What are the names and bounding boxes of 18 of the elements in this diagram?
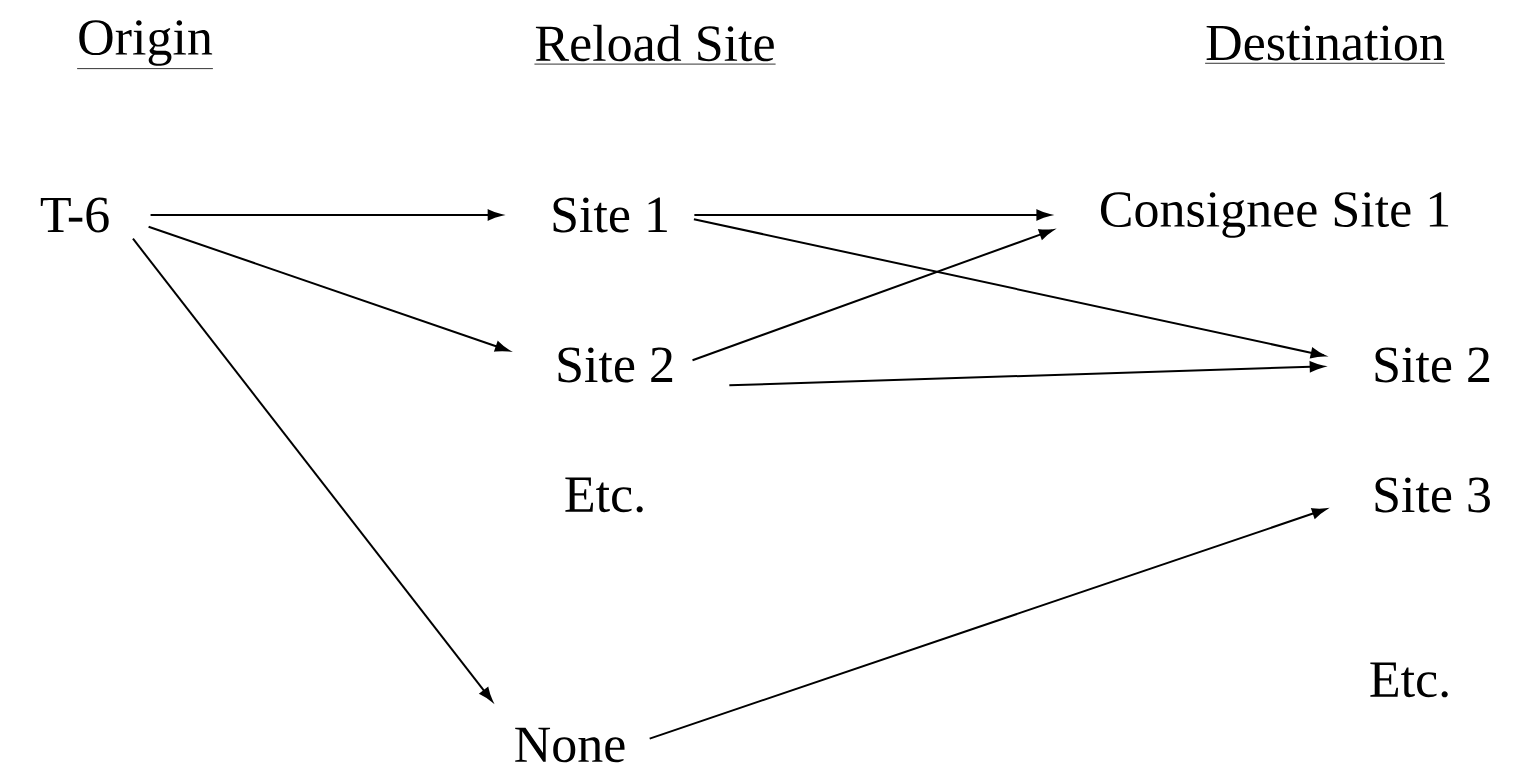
arrow bbox=[648, 508, 1327, 740]
column-heading: Origin bbox=[76, 20, 214, 70]
arrow bbox=[147, 225, 510, 352]
arrow bbox=[693, 209, 1051, 221]
column-heading: Reload Site bbox=[534, 24, 776, 65]
arrow bbox=[131, 237, 493, 702]
site-label: Site 2 bbox=[1375, 347, 1490, 383]
site-label: Site 1 bbox=[553, 197, 667, 233]
site-label: Etc. bbox=[1370, 662, 1448, 698]
site-label: Consignee Site 1 bbox=[1100, 192, 1449, 238]
site-label: Site 2 bbox=[558, 347, 673, 383]
site-label: Etc. bbox=[565, 477, 643, 513]
arrow bbox=[149, 209, 503, 221]
column-heading: Destination bbox=[1204, 25, 1446, 64]
site-label: None bbox=[515, 727, 625, 763]
site-label: T-6 bbox=[40, 197, 109, 233]
arrow bbox=[728, 361, 1325, 387]
site-label: Site 3 bbox=[1375, 477, 1490, 513]
